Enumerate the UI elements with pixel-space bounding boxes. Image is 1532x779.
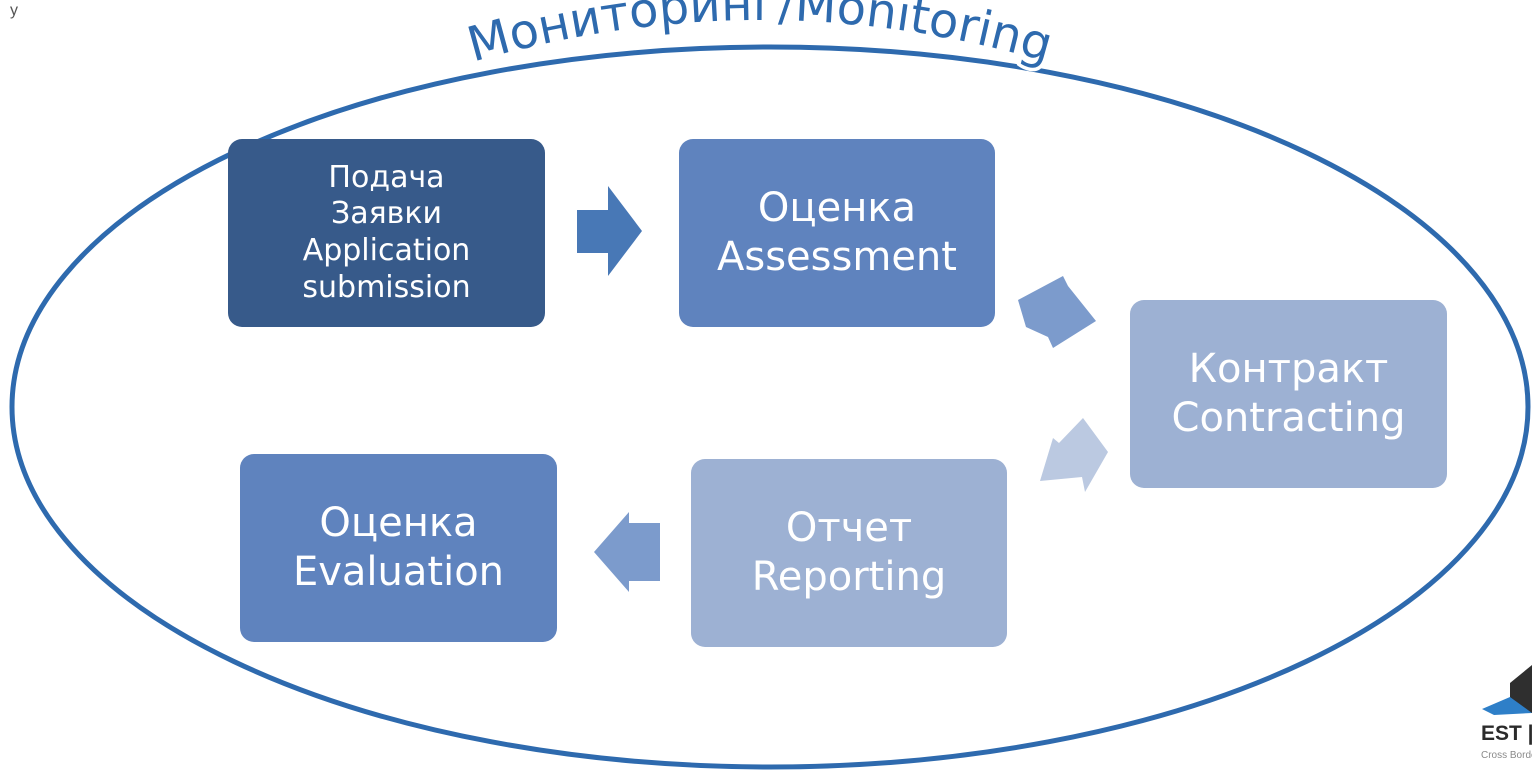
step-evaluation: Оценка Evaluation — [240, 454, 557, 642]
step-label-line: Контракт — [1188, 346, 1389, 393]
arrow-reporting-to-evaluation — [594, 512, 660, 592]
step-label-line: Оценка — [319, 500, 478, 547]
programme-logo-icon — [1482, 665, 1532, 715]
arrow-submission-to-assessment — [577, 186, 642, 276]
arrow-assessment-to-contracting — [1018, 276, 1096, 348]
step-application-submission: Подача Заявки Application submission — [228, 139, 545, 327]
step-assessment: Оценка Assessment — [679, 139, 995, 327]
step-label-line: Contracting — [1171, 395, 1406, 441]
logo-subtext: Cross Border Coope — [1481, 750, 1532, 761]
step-label-line: Evaluation — [292, 549, 505, 595]
step-contracting: Контракт Contracting — [1130, 300, 1447, 488]
step-label-line: Отчет — [785, 505, 913, 552]
corner-mark: y — [10, 2, 18, 19]
step-label-line: Assessment — [717, 234, 957, 280]
monitoring-cycle-ellipse — [9, 44, 1531, 770]
step-label-line: submission — [302, 269, 471, 305]
step-label-line: Application — [302, 233, 471, 268]
step-label-line: Заявки — [331, 196, 442, 232]
logo-text: EST | RUS — [1481, 722, 1532, 745]
step-reporting: Отчет Reporting — [691, 459, 1007, 647]
step-label-line: Оценка — [757, 185, 917, 232]
step-label-line: Подача — [328, 159, 445, 195]
step-label-line: Reporting — [751, 554, 947, 600]
arrow-contracting-to-reporting — [1040, 418, 1108, 492]
